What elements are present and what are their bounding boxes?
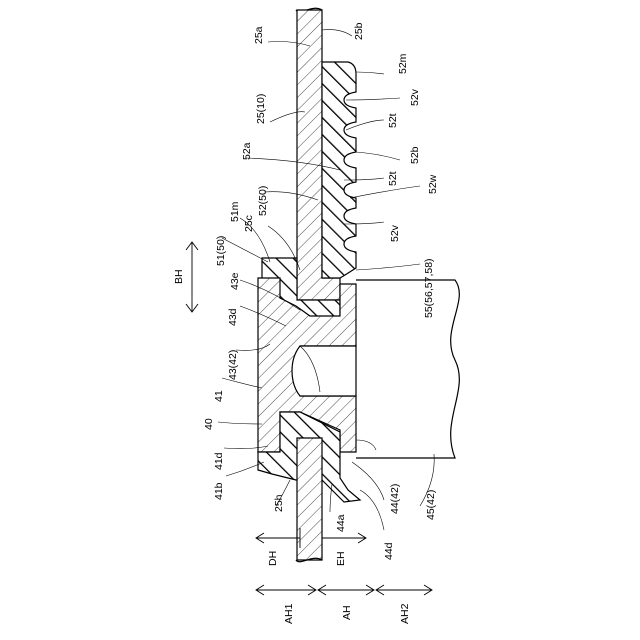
label-43e: 43e <box>229 272 241 290</box>
label-AH: AH <box>341 605 353 620</box>
panel-25-lower <box>297 438 322 560</box>
arrow-DH <box>256 528 300 548</box>
label-EH: EH <box>335 551 347 566</box>
label-41b: 41b <box>213 482 225 500</box>
plate-45 <box>356 280 459 458</box>
label-52w: 52w <box>427 174 439 194</box>
label-AH1: AH1 <box>283 603 295 624</box>
label-43-42: 43(42) <box>227 350 239 380</box>
label-BH: BH <box>173 269 185 284</box>
label-41d: 41d <box>213 452 225 470</box>
label-52v-top: 52v <box>409 88 421 106</box>
label-45-42: 45(42) <box>425 490 437 520</box>
label-52t-top: 52t <box>387 113 399 128</box>
label-25c: 25c <box>243 215 255 232</box>
label-25h: 25h <box>273 494 285 512</box>
label-52a: 52a <box>241 142 253 160</box>
label-44d: 44d <box>383 542 395 560</box>
label-43d: 43d <box>227 308 239 326</box>
label-52m: 52m <box>397 53 409 74</box>
label-DH: DH <box>267 551 279 566</box>
label-51m: 51m <box>229 201 241 222</box>
label-40: 40 <box>203 418 215 430</box>
label-44a: 44a <box>335 514 347 532</box>
label-41: 41 <box>213 390 225 402</box>
label-25-10: 25(10) <box>255 94 267 124</box>
label-25b: 25b <box>353 22 365 40</box>
arrows-AH <box>256 585 432 595</box>
label-52b: 52b <box>409 146 421 164</box>
label-51-50: 51(50) <box>215 236 227 266</box>
label-52t-mid: 52t <box>387 171 399 186</box>
label-44-42: 44(42) <box>389 484 401 514</box>
bracket-channel <box>292 346 356 396</box>
label-55: 55(56,57,58) <box>423 258 435 318</box>
label-52v-bot: 52v <box>389 224 401 242</box>
label-52-50: 52(50) <box>257 186 269 216</box>
label-AH2: AH2 <box>399 603 411 624</box>
label-25a: 25a <box>253 26 265 44</box>
arrow-BH <box>186 242 198 312</box>
